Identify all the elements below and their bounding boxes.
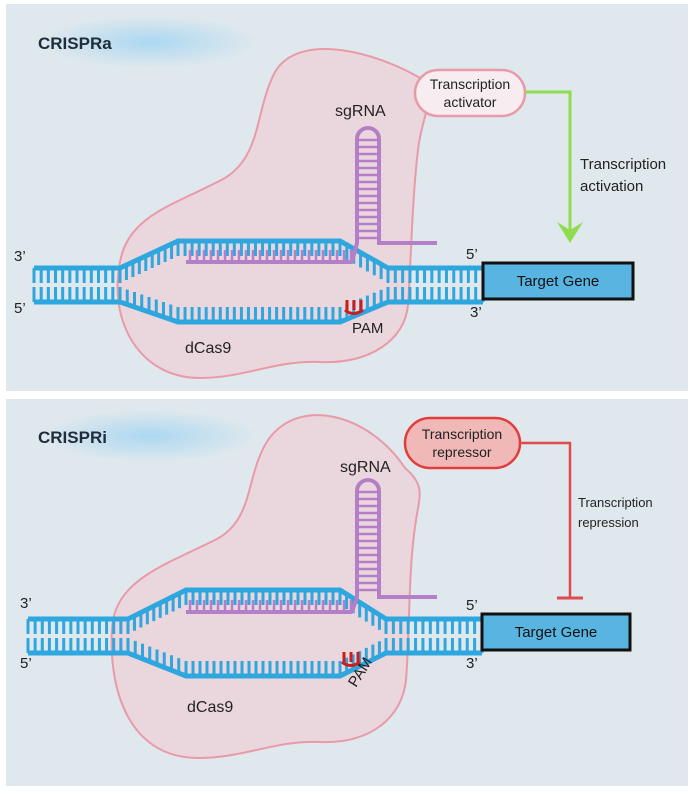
activation-arrow: [525, 90, 583, 243]
target-gene-label: Target Gene: [515, 624, 598, 641]
repressor-label-line1: Transcription: [422, 426, 502, 442]
panel-crispra: CRISPRa PAM sgRNA dCas9 3’ 5’ 5’ 3’ Targ…: [6, 4, 688, 391]
dna-top-strand: [32, 238, 485, 283]
dna-bottom-strand: [26, 638, 484, 679]
sgrna-label: sgRNA: [335, 103, 386, 120]
sgrna: [186, 478, 437, 614]
sgrna: [186, 126, 437, 264]
pam-label: PAM: [352, 320, 383, 337]
dcas9-protein: [116, 48, 431, 380]
activator-label-line1: Transcription: [430, 76, 510, 92]
dna-double-helix: [26, 587, 484, 679]
dna-top-strand: [26, 587, 484, 634]
right-5prime-label: 5’: [466, 246, 478, 263]
effect-label-line1: Transcription: [578, 495, 653, 510]
dcas9-label: dCas9: [187, 699, 233, 716]
left-3prime-label: 3’: [14, 248, 26, 265]
target-gene-box: [481, 261, 635, 301]
target-gene-box: [480, 612, 632, 652]
panel-crispri: CRISPRi PAM sgRNA dCas9 3’ 5’ 5’ 3’ Targ…: [6, 399, 688, 786]
effect-label-line1: Transcription: [580, 156, 666, 173]
effect-label-line2: repression: [578, 515, 639, 530]
repressor-label-line2: repressor: [432, 444, 491, 460]
dna-double-helix: [32, 238, 485, 325]
dcas9-label: dCas9: [185, 340, 231, 357]
sgrna-label: sgRNA: [340, 459, 391, 476]
left-3prime-label: 3’: [20, 595, 32, 612]
pam-site: [341, 652, 361, 667]
dna-bottom-strand: [32, 287, 485, 325]
activator-label-line2: activator: [444, 94, 497, 110]
title-glow: [42, 410, 258, 462]
right-5prime-label: 5’: [466, 597, 478, 614]
repression-inhibitor-line: [520, 441, 583, 600]
target-gene-label: Target Gene: [517, 273, 600, 290]
panel-title: CRISPRa: [38, 34, 112, 53]
left-5prime-label: 5’: [20, 655, 32, 672]
pam-site: [344, 300, 364, 315]
effect-label-line2: activation: [580, 178, 643, 195]
right-3prime-label: 3’: [470, 304, 482, 321]
right-3prime-label: 3’: [466, 655, 478, 672]
panel-title: CRISPRi: [38, 428, 107, 447]
title-glow: [42, 16, 258, 68]
left-5prime-label: 5’: [14, 300, 26, 317]
